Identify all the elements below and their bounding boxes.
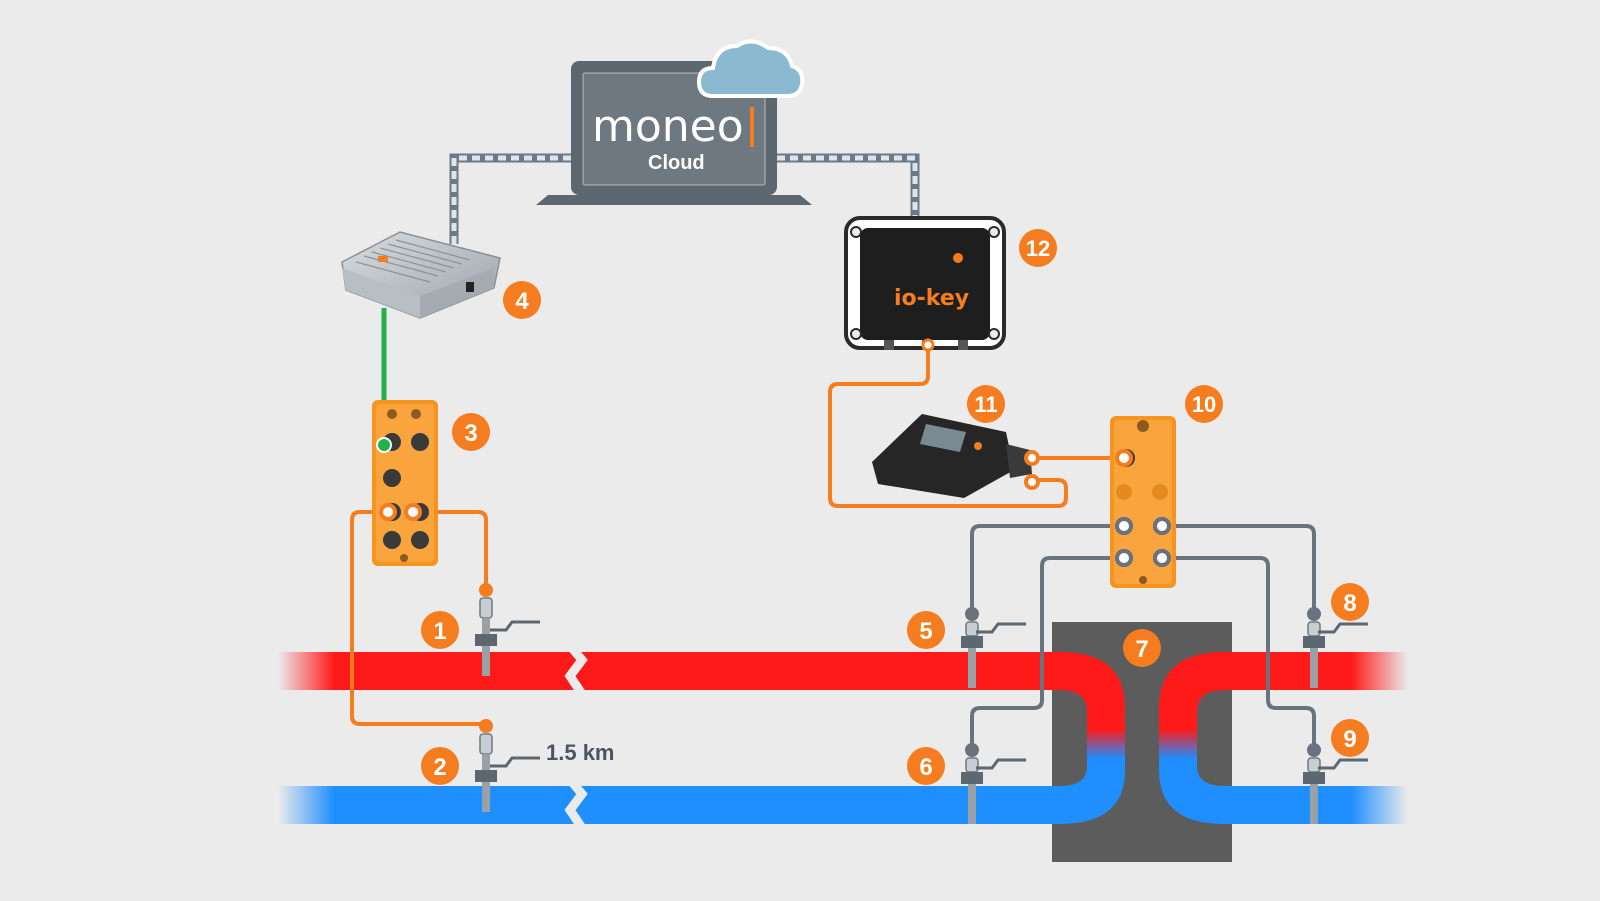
io-key-brand: io-key [894,286,969,311]
svg-text:12: 12 [1026,236,1050,261]
port-dot [379,503,397,521]
callout-11: 11 [967,385,1005,423]
orange-cable-sensor-11 [828,350,1068,508]
callout-1: 1 [421,611,459,649]
temperature-sensor-2 [475,719,540,812]
svg-text:4: 4 [515,288,529,315]
brand-cursor-bar [750,107,754,147]
callout-8: 8 [1331,583,1369,621]
io-key-device: io-key [844,216,1006,350]
sensor-device-11 [872,414,1032,498]
port-dot [404,503,422,521]
callout-3: 3 [452,413,490,451]
temperature-sensor-9 [1303,743,1368,824]
port-dot [1153,549,1171,567]
svg-text:2: 2 [433,754,446,781]
gray-cable-sensor-5 [970,524,1124,608]
svg-text:5: 5 [919,618,932,645]
svg-text:7: 7 [1135,636,1148,663]
cloud-icon [696,39,805,98]
callout-2: 2 [421,747,459,785]
network-link-left [449,153,571,244]
temperature-sensor-6 [961,743,1026,824]
heat-exchanger-left-loop [1040,652,1125,824]
heat-exchanger-right-loop [1159,652,1244,824]
callout-5: 5 [907,611,945,649]
orange-cable-sensor-1 [413,510,488,588]
port-dot [1115,449,1133,467]
svg-text:6: 6 [919,754,932,781]
gray-cable-sensor-8 [1162,524,1316,608]
cloud-brand: moneo [592,101,744,152]
network-link-right [777,153,920,226]
port-dot [1153,517,1171,535]
temperature-sensor-1 [475,583,540,676]
callout-6: 6 [907,747,945,785]
svg-text:8: 8 [1343,590,1356,617]
callout-7: 7 [1123,629,1161,667]
temperature-sensor-8 [1303,607,1368,688]
svg-text:10: 10 [1192,392,1216,417]
orange-cable-sensor-2 [350,510,486,726]
port-dot [1115,549,1133,567]
svg-text:3: 3 [464,420,477,447]
svg-text:1: 1 [433,618,446,645]
port-dot [921,338,935,352]
io-link-master-left [372,400,438,566]
callout-12: 12 [1019,229,1057,267]
gray-cable-sensor-9 [1162,556,1316,744]
gray-cable-sensor-6 [970,556,1124,744]
temperature-sensor-5 [961,607,1026,688]
ethernet-port-dot [376,437,392,453]
svg-text:11: 11 [974,392,997,417]
edge-gateway-device [341,231,501,319]
port-dot [1024,450,1040,466]
svg-text:9: 9 [1343,726,1356,753]
callout-4: 4 [503,281,541,319]
pipe-break-mark [564,645,588,831]
cloud-sub-label: Cloud [648,152,705,174]
port-dot [1115,517,1133,535]
port-dot [1024,474,1040,490]
callout-9: 9 [1331,719,1369,757]
distance-label: 1.5 km [546,740,615,765]
callout-10: 10 [1185,385,1223,423]
